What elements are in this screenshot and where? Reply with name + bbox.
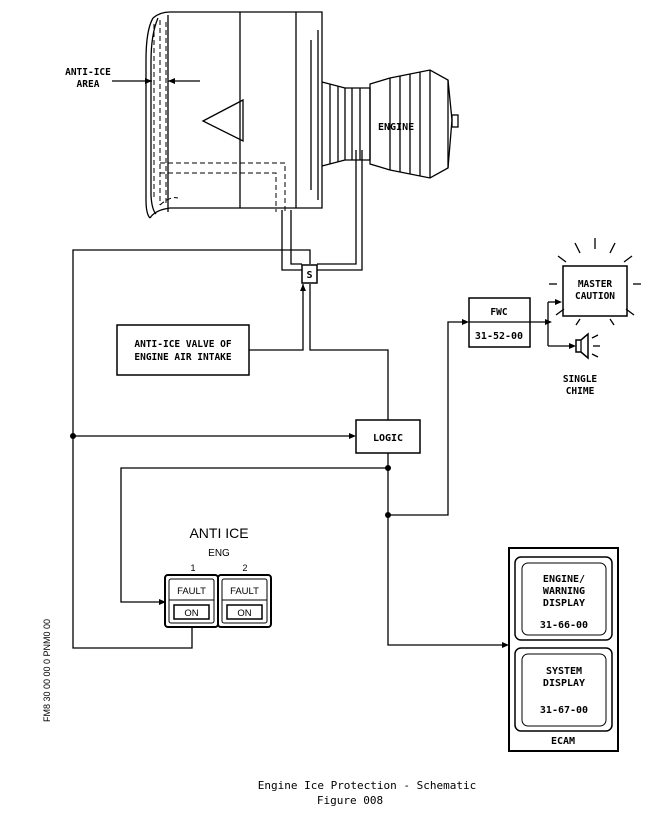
ewd-line-2: WARNING (543, 586, 585, 597)
eng-1-pushbutton[interactable]: FAULT ON (164, 574, 219, 628)
ecam-label: ECAM (551, 736, 575, 747)
master-caution-line-2: CAUTION (575, 291, 615, 302)
logic-label: LOGIC (373, 433, 403, 444)
eng-2-pushbutton[interactable]: FAULT ON (217, 574, 272, 628)
single-chime-line-2: CHIME (566, 386, 595, 397)
panel-subtitle: ENG (208, 548, 230, 559)
engine-drawing: ENGINE (145, 11, 459, 219)
ewd-line-1: ENGINE/ (543, 574, 585, 585)
sd-ref: 31-67-00 (540, 705, 588, 716)
valve-label-line-1: ANTI-ICE VALVE OF (134, 339, 232, 350)
ewd-line-3: DISPLAY (543, 598, 585, 609)
wiring (70, 249, 576, 649)
anti-ice-area-label-1: ANTI-ICE (65, 67, 111, 78)
fwc-title: FWC (490, 307, 507, 318)
speaker-icon (575, 332, 589, 360)
master-caution-light: MASTER CAUTION (549, 238, 641, 326)
on-label-2: ON (237, 608, 251, 619)
caption-figure: Figure 008 (317, 794, 383, 807)
logic-box: LOGIC (355, 419, 421, 454)
ewd-ref: 31-66-00 (540, 620, 588, 631)
sd-line-2: DISPLAY (543, 678, 585, 689)
anti-ice-ducts: S (281, 150, 363, 284)
single-chime: SINGLE CHIME (563, 332, 600, 397)
on-label-1: ON (184, 608, 198, 619)
button-1-number: 1 (190, 563, 195, 573)
fwc-box: FWC 31-52-00 (468, 297, 531, 348)
caption-title: Engine Ice Protection - Schematic (258, 779, 477, 792)
engine-label: ENGINE (378, 122, 414, 133)
sd-line-1: SYSTEM (546, 666, 582, 677)
valve-label-line-2: ENGINE AIR INTAKE (134, 352, 232, 363)
solenoid-valve (301, 264, 318, 284)
anti-ice-panel: ANTI ICE ENG 1 2 FAULT ON FAULT ON (164, 525, 272, 628)
anti-ice-area-label-2: AREA (77, 79, 100, 90)
valve-label-box: ANTI-ICE VALVE OF ENGINE AIR INTAKE (116, 284, 306, 376)
button-2-number: 2 (242, 563, 247, 573)
fault-label-2: FAULT (230, 586, 259, 597)
system-display: SYSTEM DISPLAY 31-67-00 (514, 647, 613, 732)
valve-s-label: S (306, 270, 312, 281)
ecam-unit: ECAM ENGINE/ WARNING DISPLAY 31-66-00 SY… (508, 547, 619, 752)
light-rays-icon (549, 238, 641, 326)
fault-label-1: FAULT (177, 586, 206, 597)
side-code: FM8 30 00 00 0 PNM0 00 (42, 619, 52, 722)
master-caution-line-1: MASTER (578, 279, 613, 290)
single-chime-line-1: SINGLE (563, 374, 598, 385)
anti-ice-area-callout: ANTI-ICE AREA (65, 67, 200, 90)
fwc-ref: 31-52-00 (475, 331, 523, 342)
panel-title: ANTI ICE (189, 525, 248, 541)
engine-warning-display: ENGINE/ WARNING DISPLAY 31-66-00 (514, 556, 613, 641)
